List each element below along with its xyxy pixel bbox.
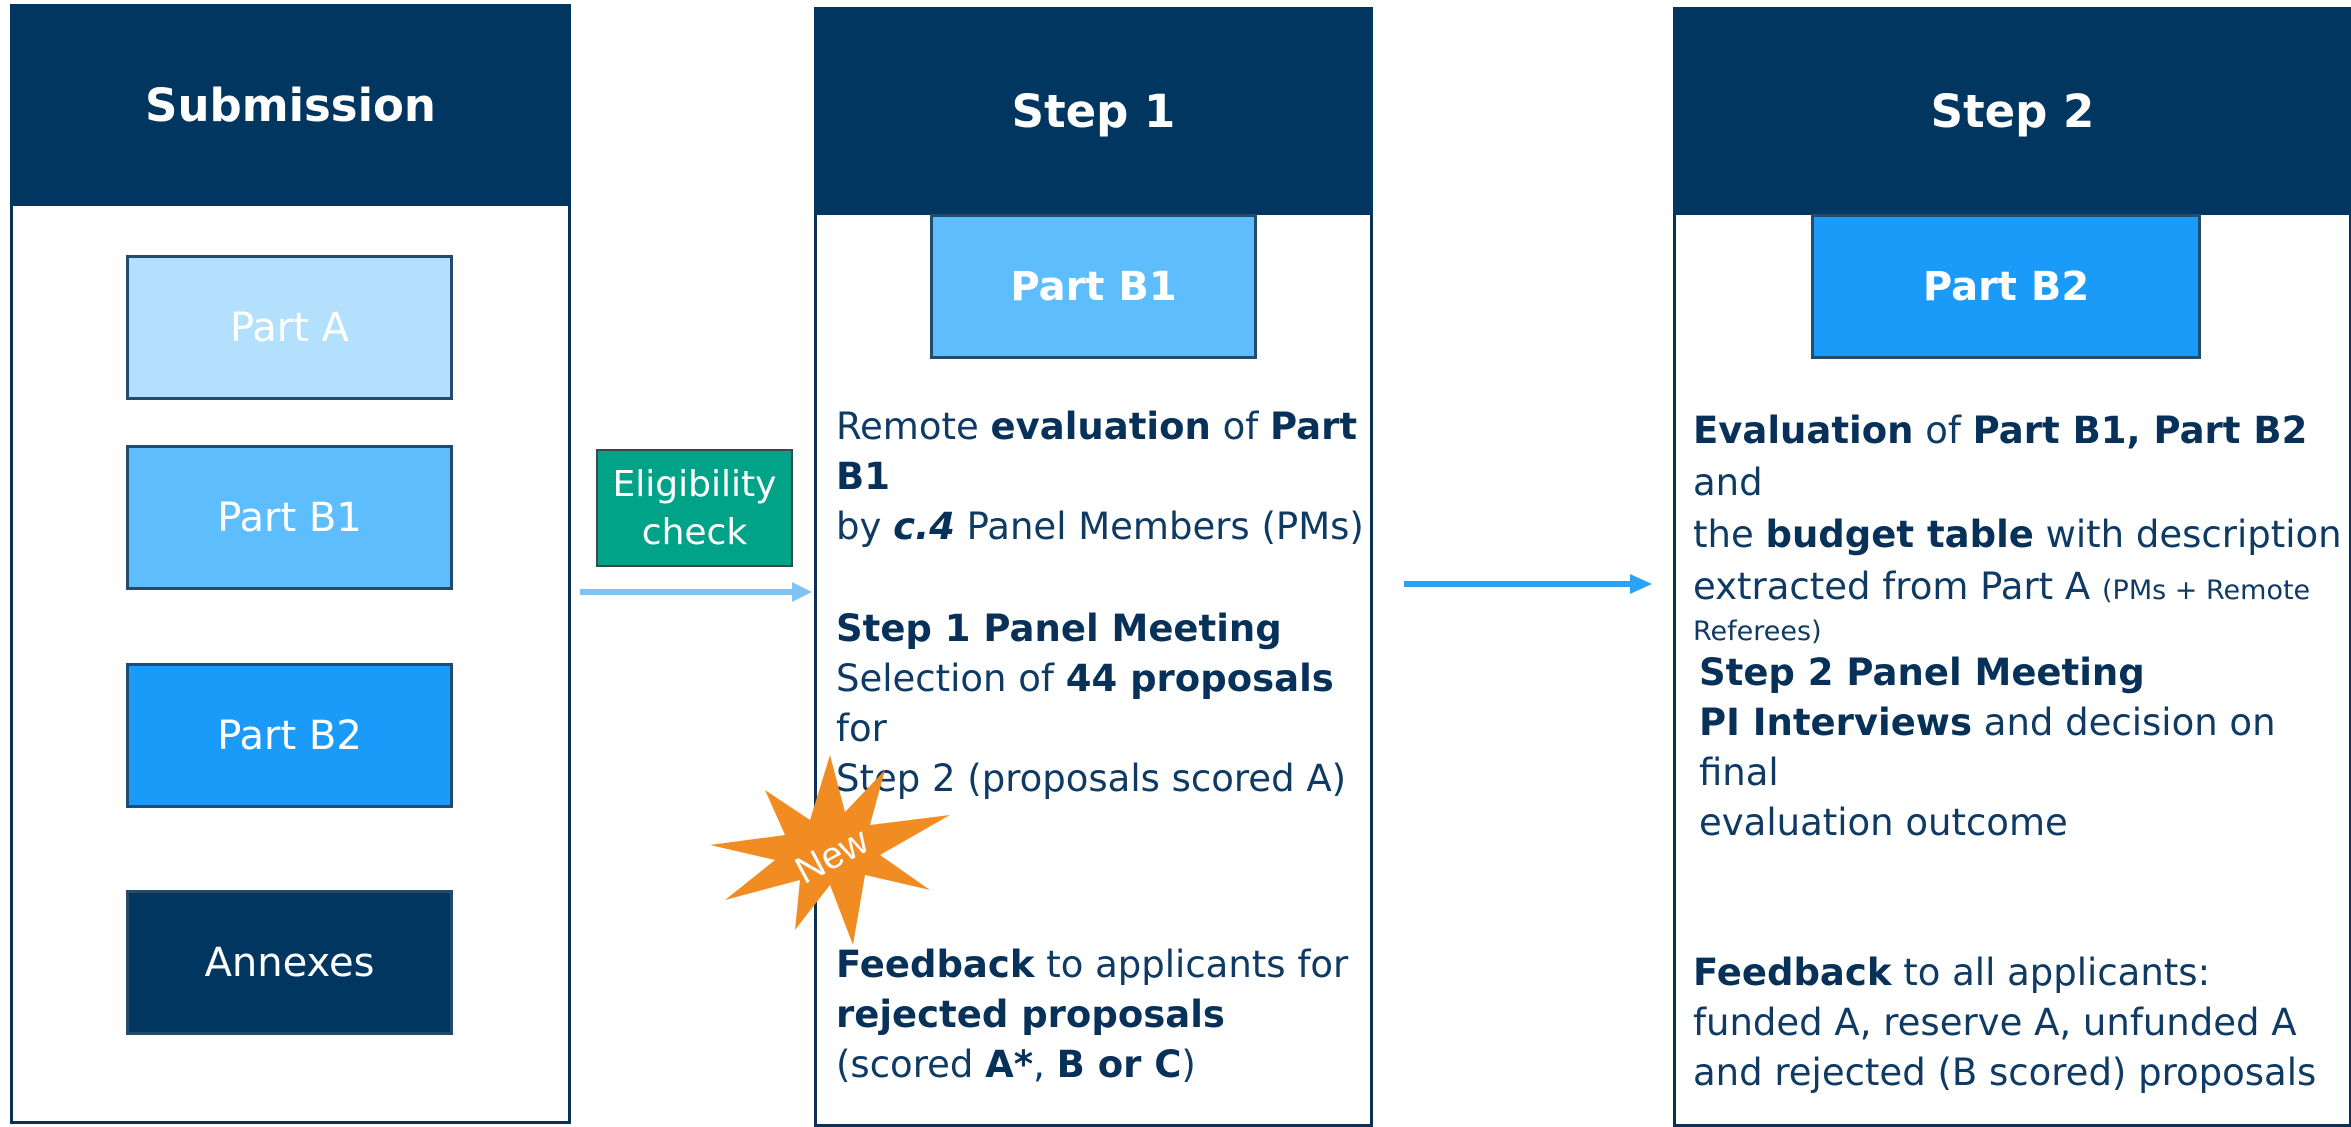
submission-header: Submission [10,4,571,206]
step1-part-b1-box: Part B1 [930,214,1257,359]
step2-header: Step 2 [1673,7,2351,215]
new-badge: New [710,755,950,945]
eligibility-line1: Eligibility [612,464,777,505]
step1-evaluation-text: Remote evaluation of Part B1 by c.4 Pane… [836,405,1364,548]
step2-feedback-text: Feedback to all applicants: funded A, re… [1693,951,2317,1094]
step1-meeting-text: Step 1 Panel Meeting Selection of 44 pro… [836,607,1347,800]
new-badge-starburst-icon [710,755,950,945]
step2-evaluation-text: Evaluation of Part B1, Part B2 and the b… [1693,409,2342,647]
eligibility-line2: check [641,512,748,553]
step2-meeting-text: Step 2 Panel Meeting PI Interviews and d… [1699,651,2276,844]
step1-header: Step 1 [814,7,1373,215]
part-a-box: Part A [126,255,453,400]
annexes-box: Annexes [126,890,453,1035]
step1-feedback-text: Feedback to applicants for rejected prop… [836,943,1349,1086]
part-b1-box: Part B1 [126,445,453,590]
arrow-step1-to-step2 [1404,574,1652,594]
step2-part-b2-box: Part B2 [1811,214,2201,359]
arrow-submission-to-step1 [580,582,812,602]
part-b2-box: Part B2 [126,663,453,808]
eligibility-check-box: Eligibility check [596,449,793,567]
